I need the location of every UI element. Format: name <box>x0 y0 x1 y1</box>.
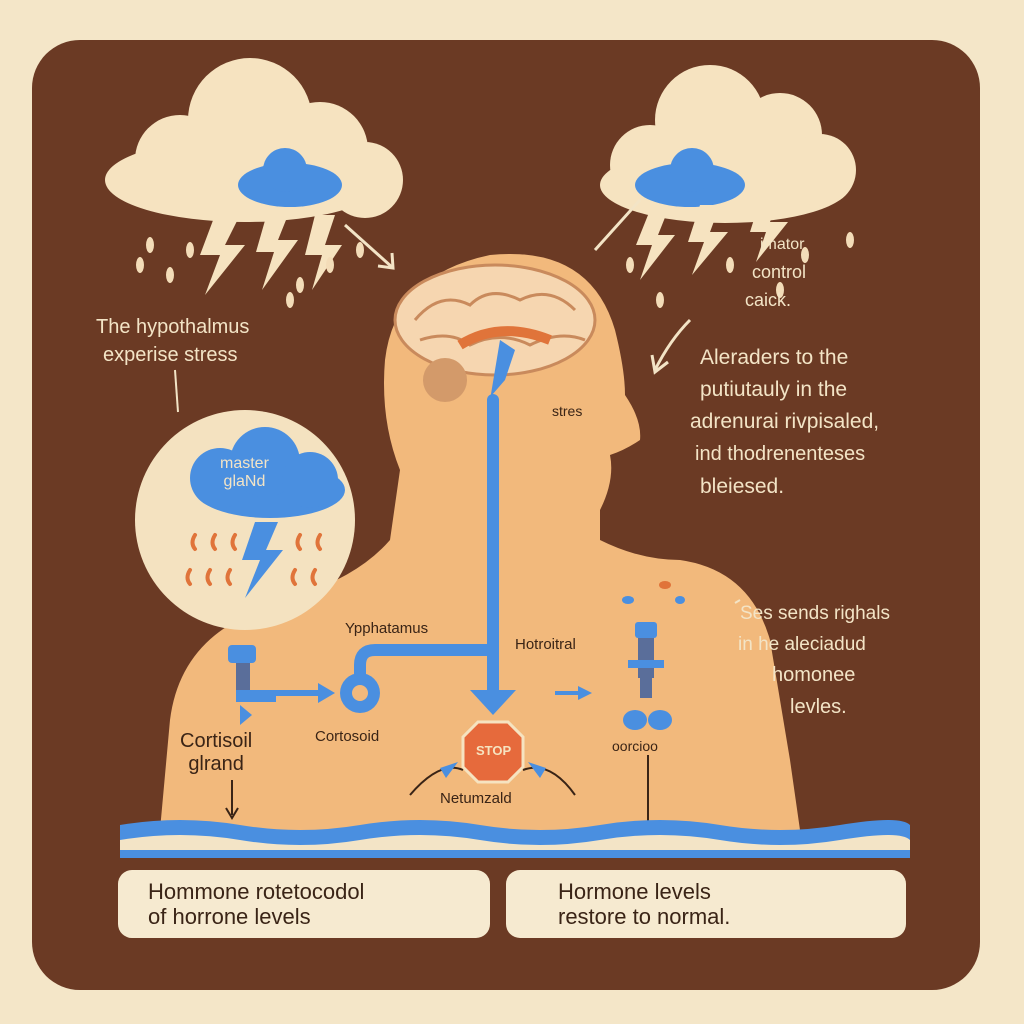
wave-band <box>120 820 910 858</box>
alerts-label-1: Aleraders to the <box>700 346 849 369</box>
hypothalamus-label-2: experise stress <box>103 344 238 366</box>
sends-label-3: homonee <box>772 664 856 686</box>
valve-icon <box>622 581 685 730</box>
arrow-icon <box>225 807 239 820</box>
stop-sign-icon <box>461 720 525 784</box>
arrow-icon <box>377 252 395 270</box>
hormone-restore-box: Hormone levels restore to normal. <box>506 870 906 938</box>
brain-icon <box>393 263 597 405</box>
alerts-label-3: adrenurai rivpisaled, <box>690 410 880 433</box>
cortisoil-gland-label: Cortisoil glrand <box>180 730 253 775</box>
hormone-pathway <box>354 394 499 696</box>
master-gland-label: master glaNd <box>220 455 269 491</box>
lightning-icon <box>200 210 342 295</box>
raindrop-icon <box>626 232 854 308</box>
control-label-3: caick. <box>745 290 792 310</box>
alerts-label-4: ind thodrenenteses <box>695 443 866 465</box>
master-gland-bubble <box>135 410 355 630</box>
sends-label-2: in he aleciadud <box>738 634 866 655</box>
arrow-icon <box>470 690 516 715</box>
cloud-icon <box>600 65 856 223</box>
arrow-icon <box>522 766 576 796</box>
sends-label-1: Ses sends righals <box>740 603 890 624</box>
pointer-line <box>174 369 179 413</box>
hormone-feedback-text: Hommone rotetocodol of horrone levels <box>148 879 365 930</box>
netumzald-label: Netumzald <box>440 790 512 807</box>
arrow-icon <box>653 318 692 371</box>
arrow-icon <box>593 198 642 252</box>
stress-label: stres <box>552 403 583 419</box>
arrow-icon <box>343 223 395 270</box>
control-label-1: imator <box>760 236 805 253</box>
cortosoid-label: Cortosoid <box>315 728 380 745</box>
hypothalamus-label: The hypothalmus <box>96 316 250 338</box>
sends-label-4: levles. <box>790 696 847 718</box>
raindrop-icon <box>185 533 322 586</box>
hormone-feedback-box: Hommone rotetocodol of horrone levels <box>118 870 490 938</box>
lightning-icon <box>636 200 788 280</box>
arrow-icon <box>578 686 592 700</box>
arrow-icon <box>409 766 464 796</box>
arrow-icon <box>528 762 546 778</box>
pointer-line <box>734 599 741 604</box>
hormone-restore-text: Hormone levels restore to normal. <box>558 879 731 930</box>
raindrop-icon <box>136 237 364 308</box>
hotroitral-label: Hotroitral <box>515 636 576 653</box>
lightning-icon <box>242 522 283 598</box>
arrow-icon <box>650 354 669 375</box>
arrow-icon <box>440 762 458 778</box>
alerts-label-2: putiutauly in the <box>700 378 848 401</box>
control-label-2: control <box>752 262 807 282</box>
arrow-icon <box>318 683 335 703</box>
valve-icon <box>228 645 276 725</box>
stop-label: STOP <box>476 743 512 758</box>
alerts-label-5: bleiesed. <box>700 475 785 498</box>
cloud-icon <box>105 58 403 222</box>
ypphatamus-label: Ypphatamus <box>345 620 429 637</box>
oorcioo-label: oorcioo <box>612 738 658 754</box>
